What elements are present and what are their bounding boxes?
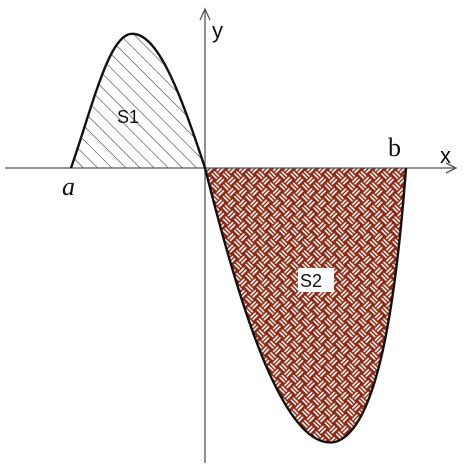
region-s2-label-bg (298, 268, 334, 292)
x-axis-arrow (445, 162, 458, 174)
region-s2-label: S2 (300, 271, 322, 291)
region-s2 (205, 168, 406, 443)
region-s1-label: S1 (117, 107, 139, 127)
point-a-label: a (62, 172, 75, 201)
region-s1 (71, 33, 205, 168)
y-axis-arrow (199, 7, 211, 21)
y-axis-label: y (212, 18, 223, 43)
x-axis-label: x (440, 143, 451, 168)
function-curve (69, 32, 408, 444)
point-b-label: b (388, 133, 401, 162)
